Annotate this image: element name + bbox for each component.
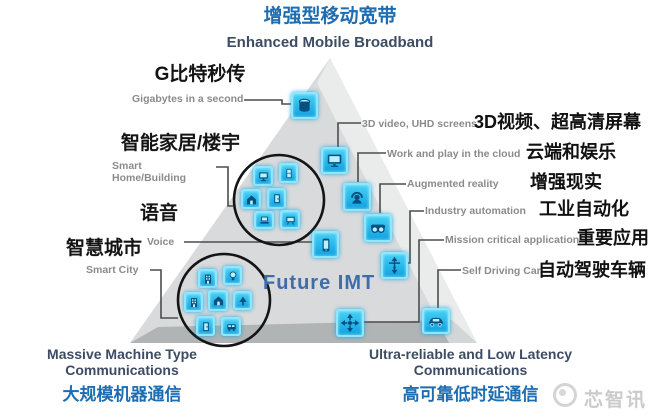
label-ar-en: Augmented reality (407, 178, 499, 190)
label-gigabit-zh: G比特秒传 (154, 64, 246, 85)
label-voice-zh: 语音 (140, 203, 179, 224)
label-mission-en: Mission critical application (445, 234, 580, 246)
ar-goggles-icon (364, 214, 392, 242)
mini-door2-icon (196, 316, 215, 336)
massive-machine-en: Massive Machine Type Communications (47, 346, 197, 379)
label-cloud-en: Work and play in the cloud (387, 148, 521, 160)
label-self-driving-zh: 自动驾驶车辆 (538, 260, 646, 280)
urllc-zh: 高可靠低时延通信 (402, 385, 539, 404)
future-imt-label: Future IMT (263, 272, 376, 294)
mini-laptop-icon (254, 211, 274, 229)
car-icon (422, 308, 450, 334)
mini-office-icon (184, 292, 203, 312)
cloud-user-icon (343, 183, 371, 211)
urllc-en: Ultra-reliable and Low Latency Communica… (368, 346, 573, 379)
mini-tv-icon (280, 210, 300, 229)
smartphone-icon (312, 231, 339, 258)
mini-building-icon (198, 269, 217, 288)
label-smart-home-en: Smart Home/Building (112, 160, 187, 185)
label-smart-city-en: Smart City (86, 264, 139, 276)
label-3d-video-zh: 3D视频、超高清屏幕 (474, 112, 642, 132)
label-3d-video-en: 3D video, UHD screens (362, 118, 477, 130)
title-zh: 增强型移动宽带 (263, 6, 397, 27)
title-en: Enhanced Mobile Broadband (226, 34, 434, 51)
label-cloud-zh: 云端和娱乐 (526, 142, 616, 162)
mini-house-icon (241, 189, 261, 209)
label-industry-en: Industry automation (425, 205, 526, 217)
crossroads-icon (336, 309, 364, 337)
label-voice-en: Voice (147, 236, 175, 248)
mini-door-icon (267, 188, 286, 209)
mini-tree-icon (233, 291, 252, 310)
label-industry-zh: 工业自动化 (539, 199, 629, 219)
label-gigabit-en: Gigabytes in a second (132, 93, 244, 105)
label-smart-home-zh: 智能家居/楼宇 (120, 133, 241, 154)
watermark-text: 芯智讯 (584, 390, 648, 411)
mini-bulb-icon (223, 266, 242, 285)
watermark-logo-icon (553, 383, 577, 407)
label-self-driving-en: Self Driving Car (462, 265, 541, 277)
label-mission-zh: 重要应用 (577, 228, 649, 248)
mini-bus-icon (221, 317, 241, 336)
monitor-icon (321, 147, 348, 174)
mini-house2-icon (208, 290, 228, 311)
label-ar-zh: 增强现实 (530, 172, 602, 192)
massive-machine-zh: 大规模机器通信 (62, 385, 182, 404)
label-smart-city-zh: 智慧城市 (66, 238, 143, 259)
database-cylinder-icon (291, 92, 318, 119)
mini-appliance-icon (279, 163, 298, 183)
automation-signal-icon (381, 252, 408, 279)
mini-monitor-icon (253, 166, 273, 186)
